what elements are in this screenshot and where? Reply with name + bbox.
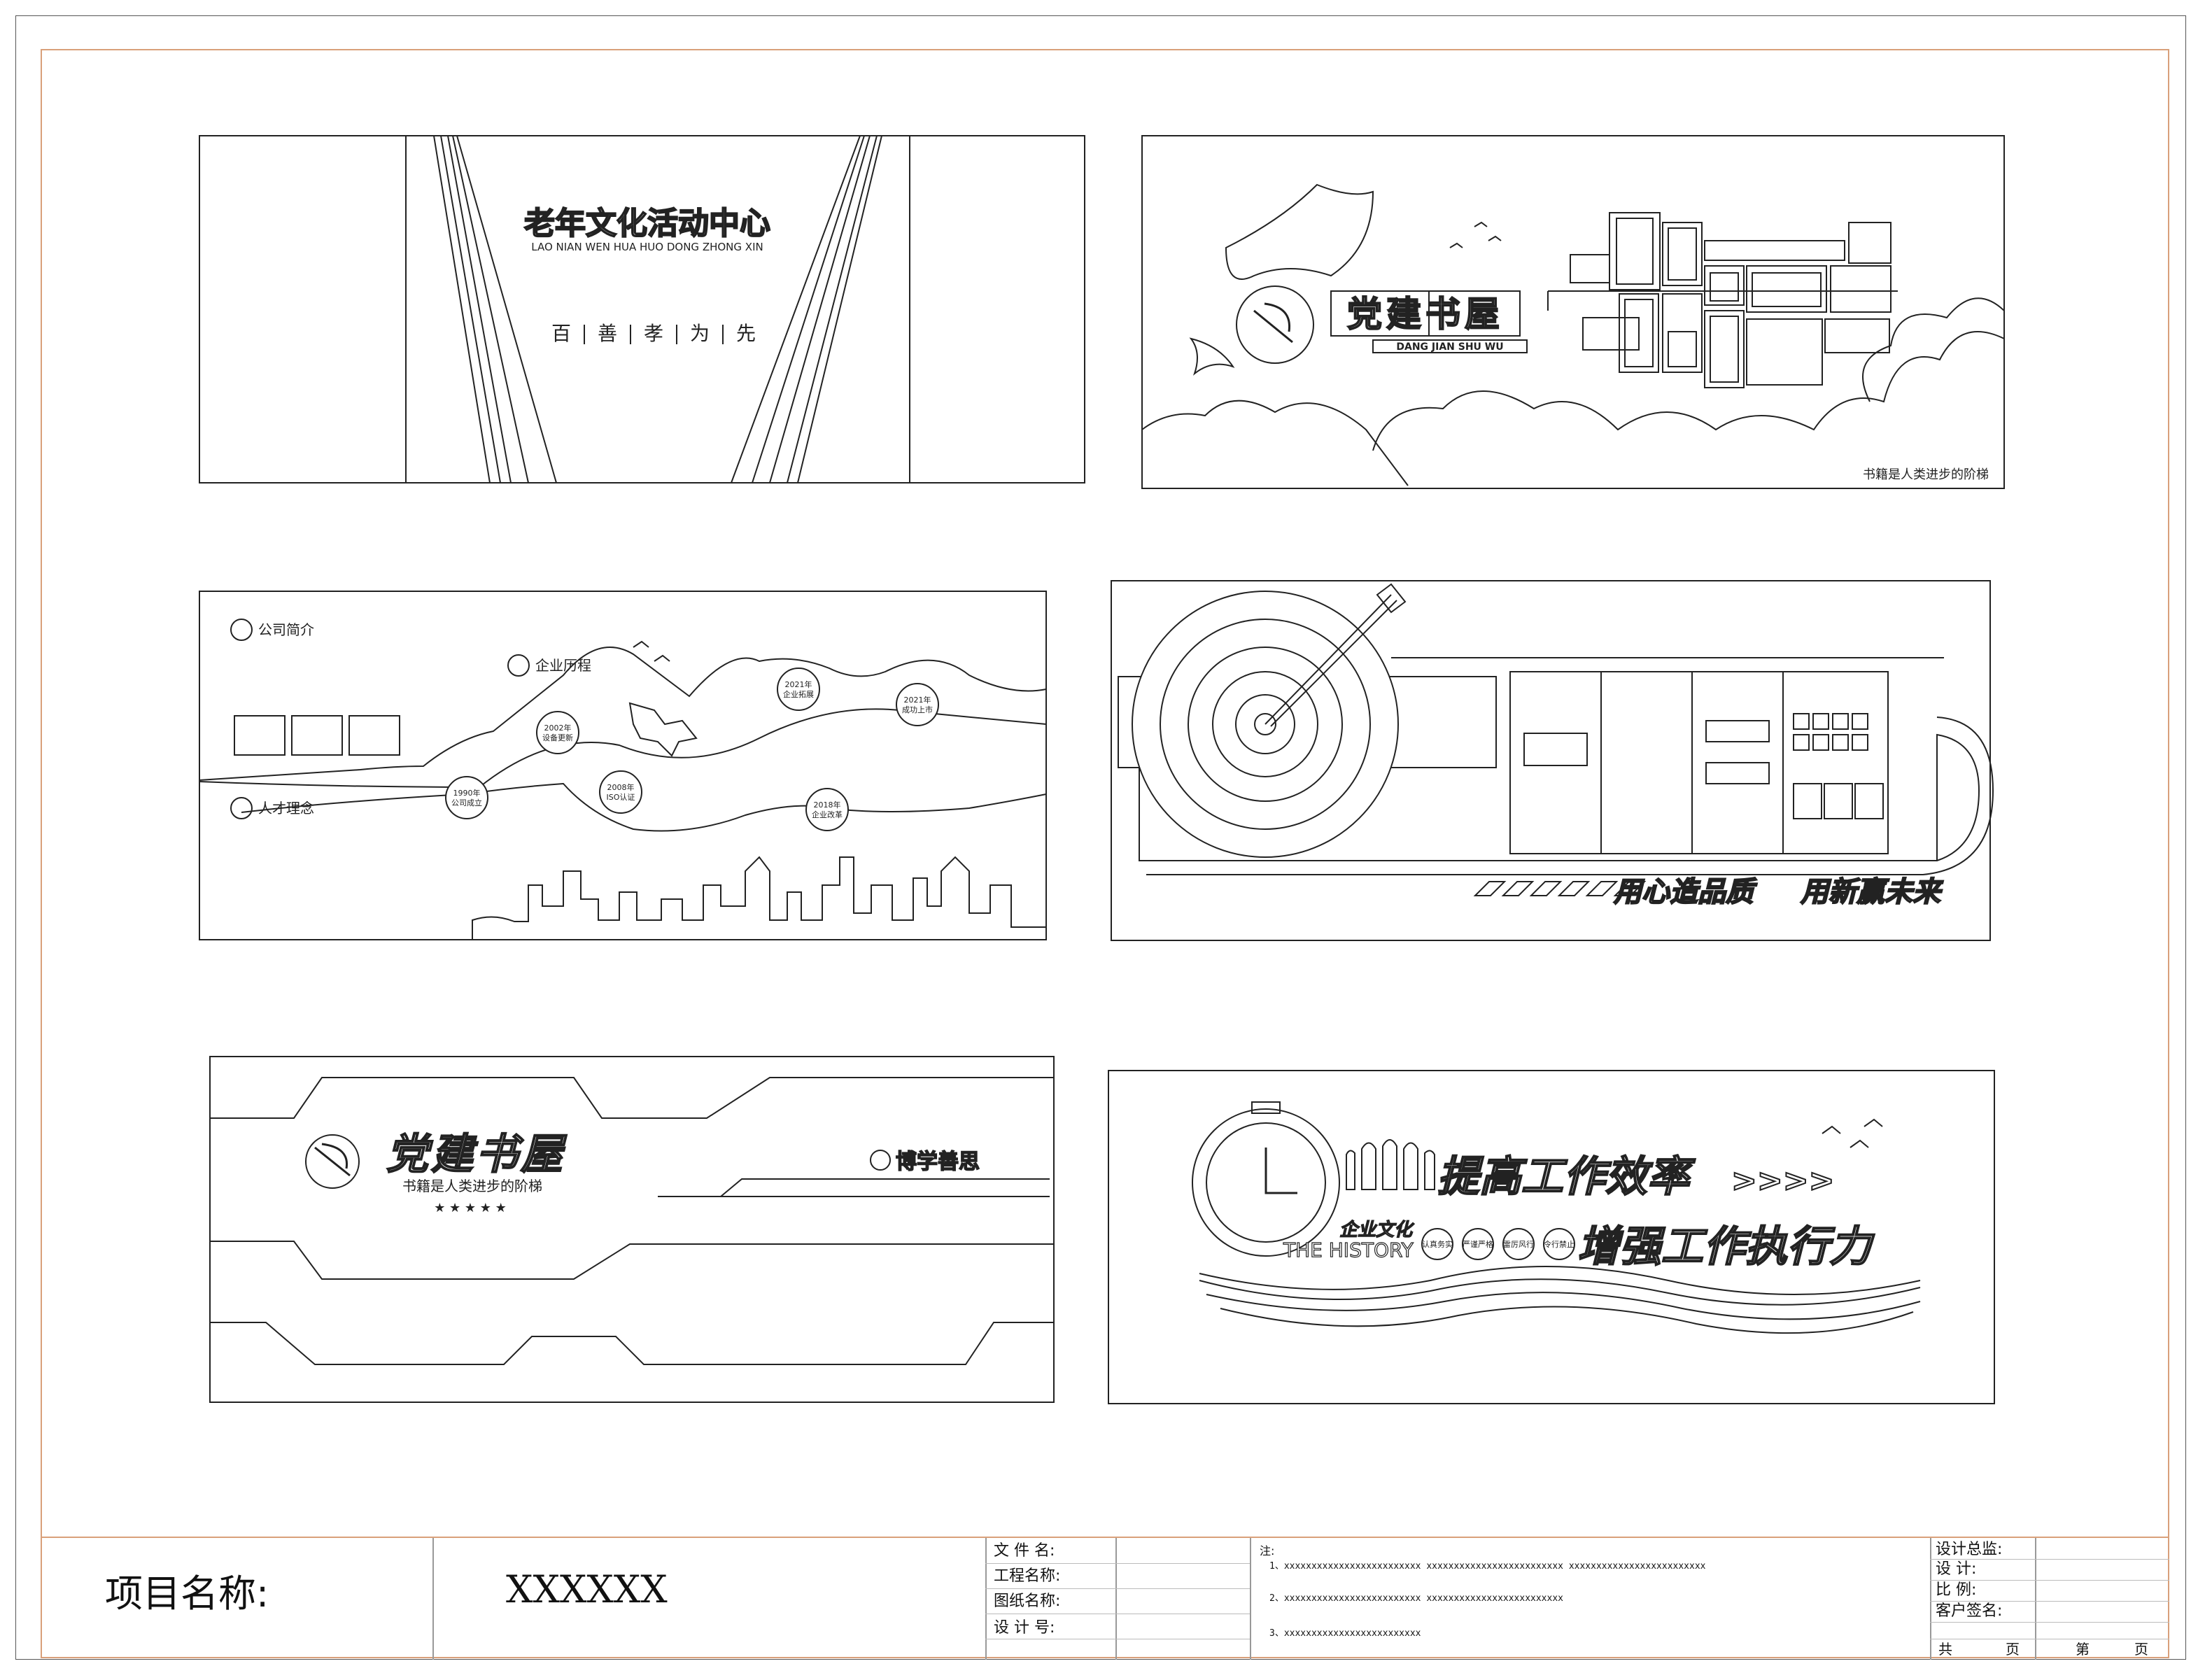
- p2-pinyin: DANG JIAN SHU WU: [1396, 341, 1503, 353]
- note-2: 2、xxxxxxxxxxxxxxxxxxxxxxxxx xxxxxxxxxxxx…: [1269, 1593, 1563, 1604]
- p3-history: 企业历程: [535, 657, 591, 674]
- p1-pinyin: LAO NIAN WEN HUA HUO DONG ZHONG XIN: [531, 241, 763, 253]
- tb-divider: [1250, 1538, 1251, 1660]
- client-sign-label: 客户签名:: [1936, 1602, 2003, 1620]
- p5-stars: ★ ★ ★ ★ ★: [434, 1201, 507, 1215]
- design-label: 设 计:: [1936, 1560, 1977, 1578]
- tb-row-line: [1930, 1622, 2169, 1623]
- p6-arrows: >>>>: [1731, 1163, 1834, 1199]
- design-director-label: 设计总监:: [1936, 1541, 2003, 1558]
- motto-char: 先: [736, 322, 756, 345]
- sheet-label: 第: [2076, 1641, 2090, 1658]
- tb-row-line: [1930, 1559, 2169, 1560]
- tb-row-line: [985, 1588, 1250, 1589]
- panel-work-efficiency: 提高工作效率 >>>> 企业文化 THE HISTORY 认真务实 严谨严格 雷…: [1108, 1070, 1995, 1404]
- svg-text:设备更新: 设备更新: [542, 733, 573, 742]
- p1-motto: 百 善 孝 为 先: [551, 322, 756, 345]
- tb-row-line: [1930, 1601, 2169, 1602]
- page-label: 页: [2006, 1641, 2020, 1658]
- design-no-label: 设 计 号:: [994, 1619, 1055, 1637]
- project-label: 项目名称:: [105, 1572, 269, 1616]
- svg-text:企业改革: 企业改革: [812, 810, 843, 819]
- tb-divider: [985, 1538, 987, 1660]
- p2-title: 党建书屋: [1347, 294, 1504, 334]
- p6-culture: 企业文化: [1339, 1220, 1415, 1241]
- tb-divider: [432, 1538, 434, 1660]
- project-name-label: 工程名称:: [994, 1567, 1061, 1585]
- project-value: XXXXXX: [506, 1567, 668, 1611]
- motto-char: 孝: [644, 322, 663, 345]
- badge: 令行禁止: [1544, 1239, 1575, 1249]
- tb-divider: [1930, 1538, 1931, 1660]
- tb-row-line: [985, 1563, 1250, 1564]
- drawing-name-label: 图纸名称:: [994, 1593, 1061, 1610]
- badge: 严谨严格: [1463, 1239, 1493, 1249]
- p4-slogan1: 用心造品质: [1613, 876, 1758, 908]
- svg-text:2002年: 2002年: [544, 723, 572, 733]
- tb-divider: [1115, 1538, 1117, 1660]
- page2-label: 页: [2134, 1641, 2148, 1658]
- p6-line2: 增强工作执行力: [1577, 1222, 1875, 1271]
- outer-border: [15, 15, 2186, 1660]
- svg-text:2021年: 2021年: [904, 695, 931, 705]
- svg-text:成功上市: 成功上市: [902, 705, 933, 714]
- badge: 雷厉风行: [1503, 1240, 1534, 1249]
- note-3: 3、xxxxxxxxxxxxxxxxxxxxxxxxx: [1269, 1628, 1421, 1639]
- tb-row-line: [1930, 1580, 2169, 1581]
- panel-party-bookhouse: 党建书屋 DANG JIAN SHU WU 书籍是人类进步的阶梯: [1141, 135, 2005, 489]
- p4-slogan2: 用新赢未来: [1800, 876, 1944, 908]
- drawing-frame: [41, 49, 2169, 1658]
- panel-elderly-center: 老年文化活动中心 LAO NIAN WEN HUA HUO DONG ZHONG…: [199, 135, 1085, 483]
- svg-text:企业拓展: 企业拓展: [783, 689, 814, 699]
- svg-text:2021年: 2021年: [785, 679, 812, 689]
- p5-subtitle: 书籍是人类进步的阶梯: [402, 1178, 542, 1194]
- p5-corner: 博学善思: [896, 1150, 980, 1174]
- badge: 认真务实: [1422, 1239, 1453, 1249]
- p5-title: 党建书屋: [386, 1130, 568, 1179]
- svg-text:ISO认证: ISO认证: [607, 793, 635, 802]
- notes-label: 注:: [1260, 1544, 1275, 1558]
- p1-title: 老年文化活动中心: [524, 206, 770, 241]
- svg-text:1990年: 1990年: [453, 788, 481, 798]
- p4-grid: [1793, 713, 1884, 819]
- note-1: 1、xxxxxxxxxxxxxxxxxxxxxxxxx xxxxxxxxxxxx…: [1269, 1561, 1706, 1572]
- motto-char: 百: [551, 322, 571, 345]
- p3-intro: 公司简介: [258, 621, 314, 638]
- svg-text:公司成立: 公司成立: [451, 798, 482, 807]
- panel-party-bookhouse-2: 党建书屋 书籍是人类进步的阶梯 ★ ★ ★ ★ ★ 博学善思: [209, 1056, 1055, 1403]
- svg-text:2008年: 2008年: [607, 782, 635, 792]
- title-block: 项目名称: XXXXXX 文 件 名: 工程名称: 图纸名称: 设 计 号: 注…: [41, 1537, 2169, 1660]
- tb-divider: [2035, 1538, 2036, 1660]
- total-label: 共: [1938, 1641, 1952, 1658]
- svg-text:2018年: 2018年: [814, 800, 841, 810]
- file-name-label: 文 件 名:: [994, 1542, 1055, 1560]
- panel-quality-target: 用心造品质 用新赢未来: [1111, 580, 1994, 941]
- scale-label: 比 例:: [1936, 1581, 1977, 1599]
- p6-badges: 认真务实 严谨严格 雷厉风行 令行禁止: [1421, 1228, 1575, 1260]
- motto-char: 善: [598, 322, 617, 345]
- p6-line1: 提高工作效率: [1437, 1152, 1696, 1201]
- motto-char: 为: [690, 322, 710, 345]
- p6-history: THE HISTORY: [1283, 1238, 1414, 1262]
- p2-footer: 书籍是人类进步的阶梯: [1863, 467, 1989, 482]
